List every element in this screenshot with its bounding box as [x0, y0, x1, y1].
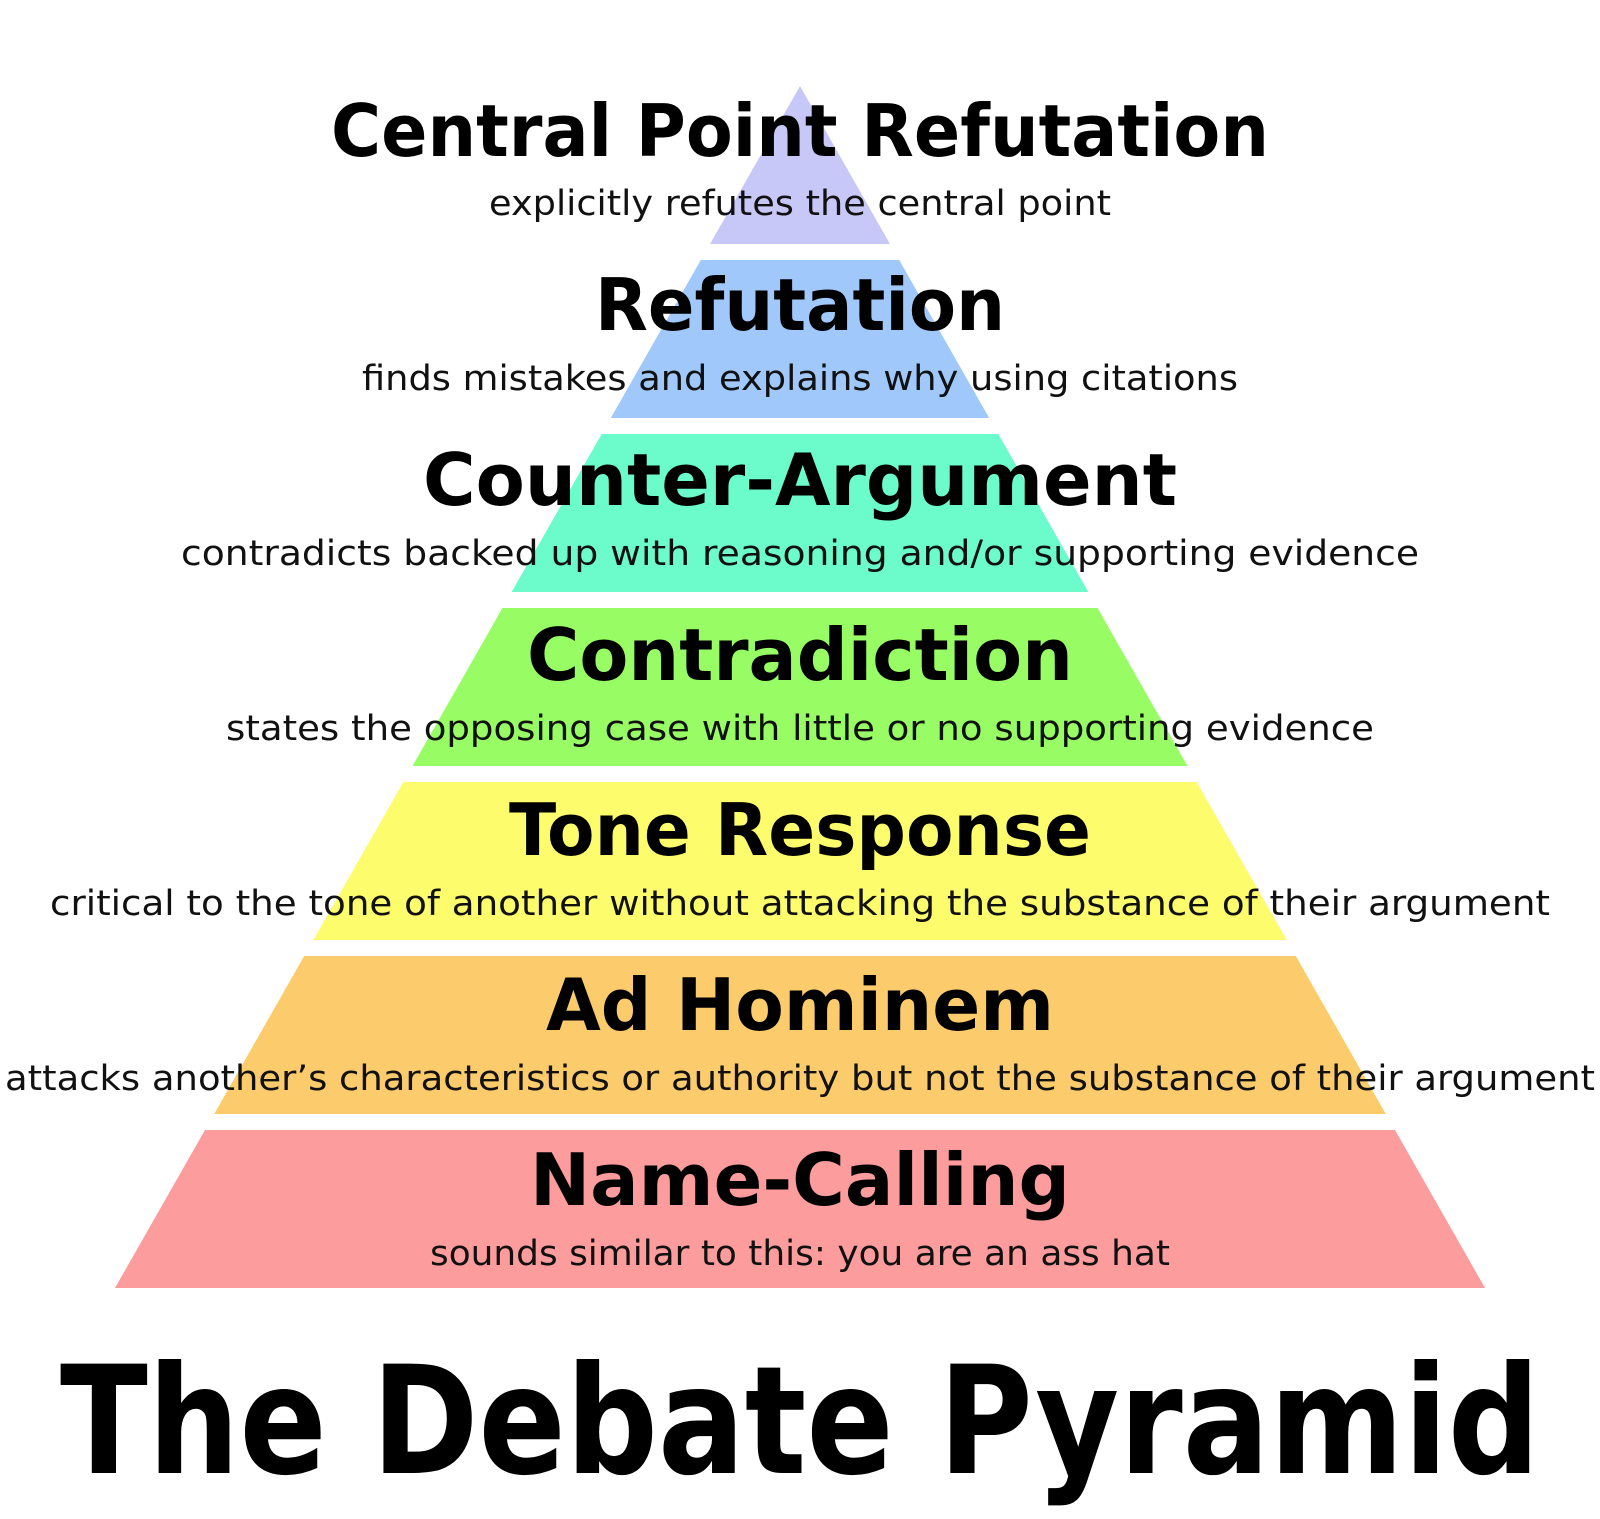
tier-name-calling: Name-Calling sounds similar to this: you… [430, 1138, 1170, 1274]
tier-description-tone-response: critical to the tone of another without … [50, 884, 1550, 924]
tier-description-ad-hominem: attacks another’s characteristics or aut… [5, 1059, 1595, 1099]
tier-title-name-calling: Name-Calling [530, 1138, 1070, 1222]
tier-description-name-calling: sounds similar to this: you are an ass h… [430, 1234, 1170, 1274]
pyramid-band-contradiction [412, 608, 1188, 766]
tier-description-refutation: finds mistakes and explains why using ci… [362, 359, 1238, 399]
tier-counter-argument: Counter-Argument contradicts backed up w… [181, 438, 1419, 574]
pyramid-band-central-point-refutation [710, 86, 890, 244]
tier-title-contradiction: Contradiction [527, 613, 1073, 697]
diagram-title: The Debate Pyramid [60, 1335, 1540, 1509]
tier-title-ad-hominem: Ad Hominem [546, 963, 1054, 1047]
pyramid-band-refutation [610, 260, 990, 418]
pyramid-band-counter-argument [511, 434, 1089, 592]
tier-contradiction: Contradiction states the opposing case w… [226, 613, 1374, 749]
pyramid-band-tone-response [313, 782, 1287, 940]
tier-title-tone-response: Tone Response [509, 788, 1091, 872]
pyramid-bands [115, 86, 1485, 1288]
tier-description-central-point-refutation: explicitly refutes the central point [489, 184, 1111, 224]
tier-title-refutation: Refutation [595, 263, 1005, 347]
tier-title-counter-argument: Counter-Argument [423, 438, 1177, 522]
tier-ad-hominem: Ad Hominem attacks another’s characteris… [5, 963, 1595, 1099]
tier-description-counter-argument: contradicts backed up with reasoning and… [181, 534, 1419, 574]
pyramid-band-ad-hominem [214, 956, 1386, 1114]
pyramid-band-name-calling [115, 1130, 1485, 1288]
tier-description-contradiction: states the opposing case with little or … [226, 709, 1374, 749]
tier-central-point-refutation: Central Point Refutation explicitly refu… [331, 89, 1269, 224]
tier-title-central-point-refutation: Central Point Refutation [331, 89, 1269, 173]
tier-refutation: Refutation finds mistakes and explains w… [362, 263, 1238, 399]
tier-tone-response: Tone Response critical to the tone of an… [50, 788, 1550, 924]
